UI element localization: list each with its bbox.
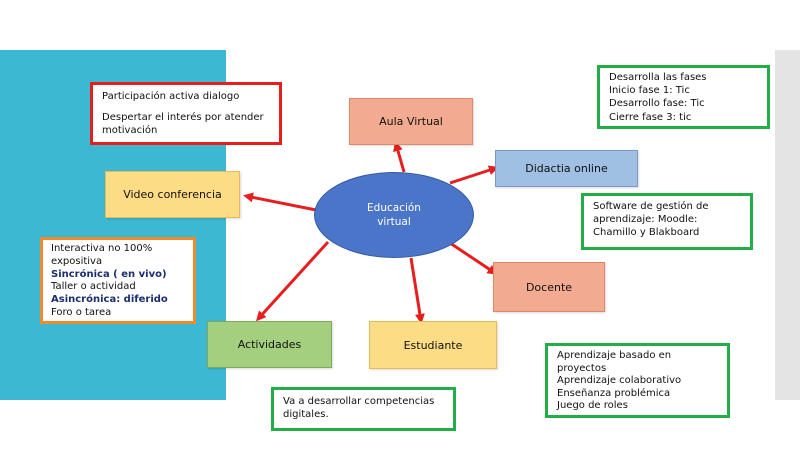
node-didactia-online: Didactia online: [495, 150, 638, 187]
note-interactiva-line3: Taller o actividad: [51, 281, 136, 293]
note-aprendizaje-line1: Aprendizaje basado en proyectos: [557, 350, 672, 374]
arrow-to-actividades: [255, 240, 330, 322]
arrow-to-didactia-online: [449, 165, 499, 185]
node-didactia-online-label: Didactia online: [525, 162, 608, 175]
node-docente: Docente: [493, 262, 605, 312]
arrow-to-estudiante: [409, 257, 425, 324]
center-node-line2: virtual: [377, 216, 411, 228]
note-participacion-line2: Despertar el interés por atender motivac…: [102, 112, 264, 137]
note-interactiva-line1: Interactiva no 100% expositiva: [51, 243, 153, 267]
note-participacion-line1: Participación activa dialogo: [102, 91, 240, 102]
node-video-conferencia: Video conferencia: [105, 171, 240, 218]
note-interactiva-line2: Sincrónica ( en vivo): [51, 268, 167, 280]
node-video-conferencia-label: Video conferencia: [123, 188, 222, 201]
note-competencias-text: Va a desarrollar competencias digitales.: [283, 396, 435, 421]
note-interactiva-line4: Asincrónica: diferido: [51, 294, 168, 306]
note-software-text: Software de gestión de aprendizaje: Mood…: [593, 201, 709, 239]
note-software: Software de gestión de aprendizaje: Mood…: [581, 193, 753, 250]
center-node-educacion-virtual: Educación virtual: [314, 172, 474, 258]
arrow-to-video-conferencia: [243, 192, 317, 212]
note-aprendizaje-line4: Juego de roles: [557, 400, 628, 411]
note-fases: Desarrolla las fases Inicio fase 1: Tic …: [597, 65, 770, 129]
note-aprendizaje-line3: Enseñanza problémica: [557, 387, 671, 399]
node-actividades: Actividades: [207, 321, 332, 368]
node-aula-virtual: Aula Virtual: [349, 98, 473, 145]
note-aprendizaje-line2: Aprendizaje colaborativo: [557, 375, 682, 386]
node-estudiante-label: Estudiante: [403, 338, 463, 352]
note-fases-line4: Cierre fase 3: tic: [609, 111, 692, 123]
note-fases-line3: Desarrollo fase: Tic: [609, 98, 705, 110]
arrow-to-docente: [446, 239, 498, 275]
center-node-line1: Educación: [367, 201, 421, 214]
node-estudiante: Estudiante: [369, 321, 497, 369]
node-docente-label: Docente: [525, 280, 573, 294]
node-actividades-label: Actividades: [237, 338, 302, 351]
note-fases-line2: Inicio fase 1: Tic: [609, 85, 690, 97]
note-competencias: Va a desarrollar competencias digitales.: [271, 387, 456, 431]
note-participacion: Participación activa dialogo Despertar e…: [90, 82, 282, 145]
arrow-to-aula-virtual: [393, 141, 406, 173]
note-interactiva-line5: Foro o tarea: [51, 306, 112, 318]
note-interactiva: Interactiva no 100% expositiva Sincrónic…: [40, 237, 196, 324]
note-fases-line1: Desarrolla las fases: [609, 72, 707, 83]
note-aprendizaje: Aprendizaje basado en proyectos Aprendiz…: [545, 343, 730, 418]
right-decorative-band: [775, 50, 800, 400]
node-aula-virtual-label: Aula Virtual: [379, 115, 443, 128]
